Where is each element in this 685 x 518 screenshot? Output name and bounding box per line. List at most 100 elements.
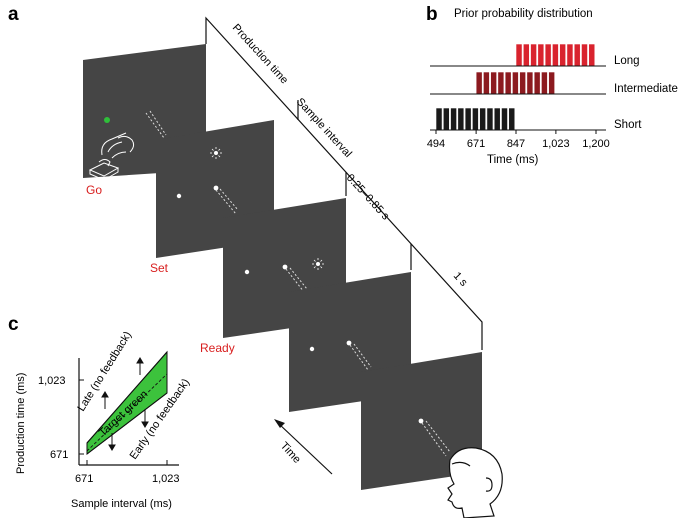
prior-chart-title: Prior probability distribution (454, 8, 593, 20)
flash-ready-icon (316, 262, 320, 266)
screen-fixation (361, 352, 482, 490)
gaze-line (145, 112, 165, 139)
c-x-tick-label-low: 671 (75, 473, 93, 485)
prior-bar-short (442, 107, 450, 131)
stimulus-dot (176, 193, 182, 199)
late-arrows (101, 357, 144, 409)
stimulus-dot (309, 346, 315, 352)
late-arrow-head-icon (101, 391, 109, 398)
prior-bar-intermediate (541, 71, 548, 95)
c-x-tick-label-high: 1,023 (152, 473, 180, 485)
early-arrow-head-icon (141, 421, 149, 428)
ready-label: Ready (200, 341, 235, 355)
timeline-lines (205, 16, 483, 350)
prior-bar-long (552, 43, 559, 67)
fixation-dot (346, 340, 352, 346)
prior-bar-long (544, 43, 552, 67)
gaze-line (289, 267, 308, 290)
prior-bar-long (588, 43, 596, 67)
prior-x-tick-label: 1,200 (582, 138, 610, 150)
timeline-main-line (205, 16, 483, 350)
panel-a: a Production time Sample interval 0.25–0… (8, 4, 503, 518)
early-arrow-head-icon (108, 444, 116, 451)
prior-bar-intermediate (475, 71, 483, 95)
prior-bar-short (472, 107, 479, 131)
prior-bar-long (522, 43, 530, 67)
panel-c-label: c (8, 314, 19, 335)
prior-x-tick-label: 1,023 (542, 138, 570, 150)
prior-bar-intermediate (519, 71, 526, 95)
gaze-line (149, 110, 167, 136)
go-label: Go (86, 183, 102, 197)
prior-bar-short (457, 107, 465, 131)
prior-bar-long (530, 43, 537, 67)
flash-set-icon (214, 151, 218, 155)
prior-x-axis-label: Time (ms) (487, 154, 538, 166)
prior-bar-short (501, 107, 508, 131)
prior-bar-intermediate (504, 71, 512, 95)
prior-row-label-long: Long (614, 55, 640, 67)
gaze-line (215, 189, 237, 215)
prior-bar-long (559, 43, 567, 67)
prior-bar-short (435, 107, 443, 131)
fixation-dot (418, 418, 424, 424)
prior-bar-long (537, 43, 545, 67)
green-target-dot (104, 117, 110, 123)
prior-bar-short (450, 107, 457, 131)
prior-x-tick-label: 494 (427, 138, 445, 150)
observer-head-icon (447, 447, 503, 518)
prior-bar-short (508, 107, 516, 131)
hand-press-icon (88, 132, 135, 181)
prior-bar-short (464, 107, 472, 131)
prior-bar-short (486, 107, 494, 131)
late-arrow-head-icon (136, 357, 144, 364)
panel-b: b Prior probability distribution LongInt… (426, 4, 678, 166)
prior-bar-long (573, 43, 581, 67)
prior-bar-intermediate (490, 71, 497, 95)
stimulus-dot (244, 269, 250, 275)
c-y-tick-label-high: 1,023 (38, 375, 66, 387)
fixation-dot (282, 264, 288, 270)
panel-b-label: b (426, 4, 438, 25)
prior-bar-intermediate (512, 71, 519, 95)
c-y-axis-label: Production time (ms) (15, 373, 27, 474)
identity-line (86, 373, 168, 452)
time-arrow-line (277, 422, 333, 475)
c-y-tick-label-low: 671 (50, 449, 68, 461)
time-arrow-label: Time (278, 440, 303, 466)
flash-rays (312, 258, 324, 270)
c-x-axis-label: Sample interval (ms) (71, 498, 172, 510)
time-arrow: Time (274, 419, 333, 475)
prior-x-tick-label: 671 (467, 138, 485, 150)
panel-a-label: a (8, 4, 19, 25)
prior-bar-intermediate (497, 71, 505, 95)
set-label: Set (150, 261, 169, 275)
gaze-line (349, 344, 369, 371)
early-arrows (108, 410, 149, 451)
gaze-line (353, 343, 372, 368)
panel-c: c Target green 1,023 671 671 1,023 Sampl… (8, 314, 192, 510)
delay-label: 0.25–0.85 s (344, 172, 392, 223)
fixation-duration-label: 1 s (451, 270, 470, 289)
prior-x-tick-label: 847 (507, 138, 525, 150)
band-upper-edge (86, 351, 168, 444)
prior-bar-long (566, 43, 574, 67)
gaze-line (219, 188, 239, 211)
prior-bar-intermediate (526, 71, 534, 95)
gaze-line (425, 420, 451, 453)
gaze-line (421, 422, 447, 457)
prior-bar-intermediate (483, 71, 490, 95)
gaze-line (285, 268, 305, 293)
fixation-dot (213, 185, 219, 191)
prior-bar-short (493, 107, 501, 131)
prior-bar-intermediate (548, 71, 555, 95)
prior-bar-long (515, 43, 523, 67)
prior-row-label-intermediate: Intermediate (614, 83, 678, 95)
prior-bar-long (581, 43, 588, 67)
time-arrow-head-icon (274, 419, 285, 428)
prior-bar-intermediate (533, 71, 541, 95)
prior-bar-short (479, 107, 487, 131)
sample-interval-label: Sample interval (294, 96, 354, 160)
